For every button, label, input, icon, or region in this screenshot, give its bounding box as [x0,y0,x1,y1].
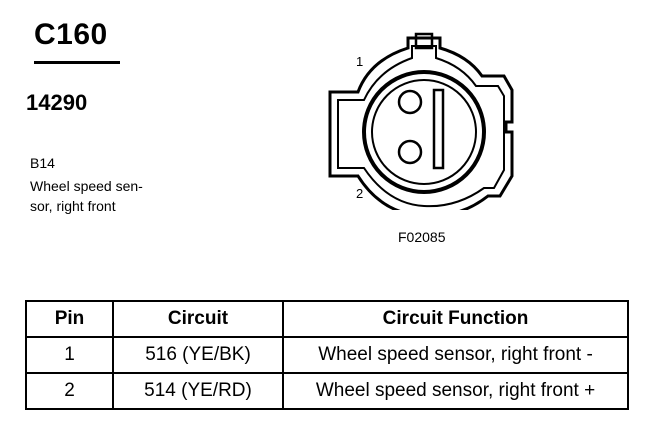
mating-face-inner [371,79,477,185]
pin-2-label: 2 [356,186,363,201]
header-pin: Pin [25,300,114,338]
title-underline [34,61,120,64]
connector-diagram: 1 2 [328,32,514,210]
component-description: Wheel speed sen- sor, right front [30,176,180,216]
table-row: 2 514 (YE/RD) Wheel speed sensor, right … [25,372,629,410]
component-code: B14 [30,155,55,171]
table-row: 1 516 (YE/BK) Wheel speed sensor, right … [25,336,629,374]
connector-body-inner [337,45,505,208]
figure-code: F02085 [398,229,446,245]
connector-id: C160 [34,18,108,51]
header-circuit-function: Circuit Function [282,300,629,338]
pin-2-cavity [397,139,423,165]
component-description-line-1: Wheel speed sen- [30,178,143,194]
pin-cell: 1 [25,336,114,374]
function-cell: Wheel speed sensor, right front - [282,336,629,374]
mating-face [362,70,486,194]
pin-table: Pin Circuit Circuit Function 1 516 (YE/B… [25,300,629,410]
circuit-cell: 514 (YE/RD) [112,372,284,410]
center-slot [432,88,445,170]
circuit-cell: 516 (YE/BK) [112,336,284,374]
table-header-row: Pin Circuit Circuit Function [25,300,629,338]
connector-key-tab [414,32,434,50]
function-cell: Wheel speed sensor, right front + [282,372,629,410]
pin-1-label: 1 [356,54,363,69]
component-description-line-2: sor, right front [30,198,116,214]
header-circuit: Circuit [112,300,284,338]
pin-1-cavity [397,89,423,115]
pin-cell: 2 [25,372,114,410]
connector-body-outline [328,36,514,210]
part-number: 14290 [26,90,88,115]
